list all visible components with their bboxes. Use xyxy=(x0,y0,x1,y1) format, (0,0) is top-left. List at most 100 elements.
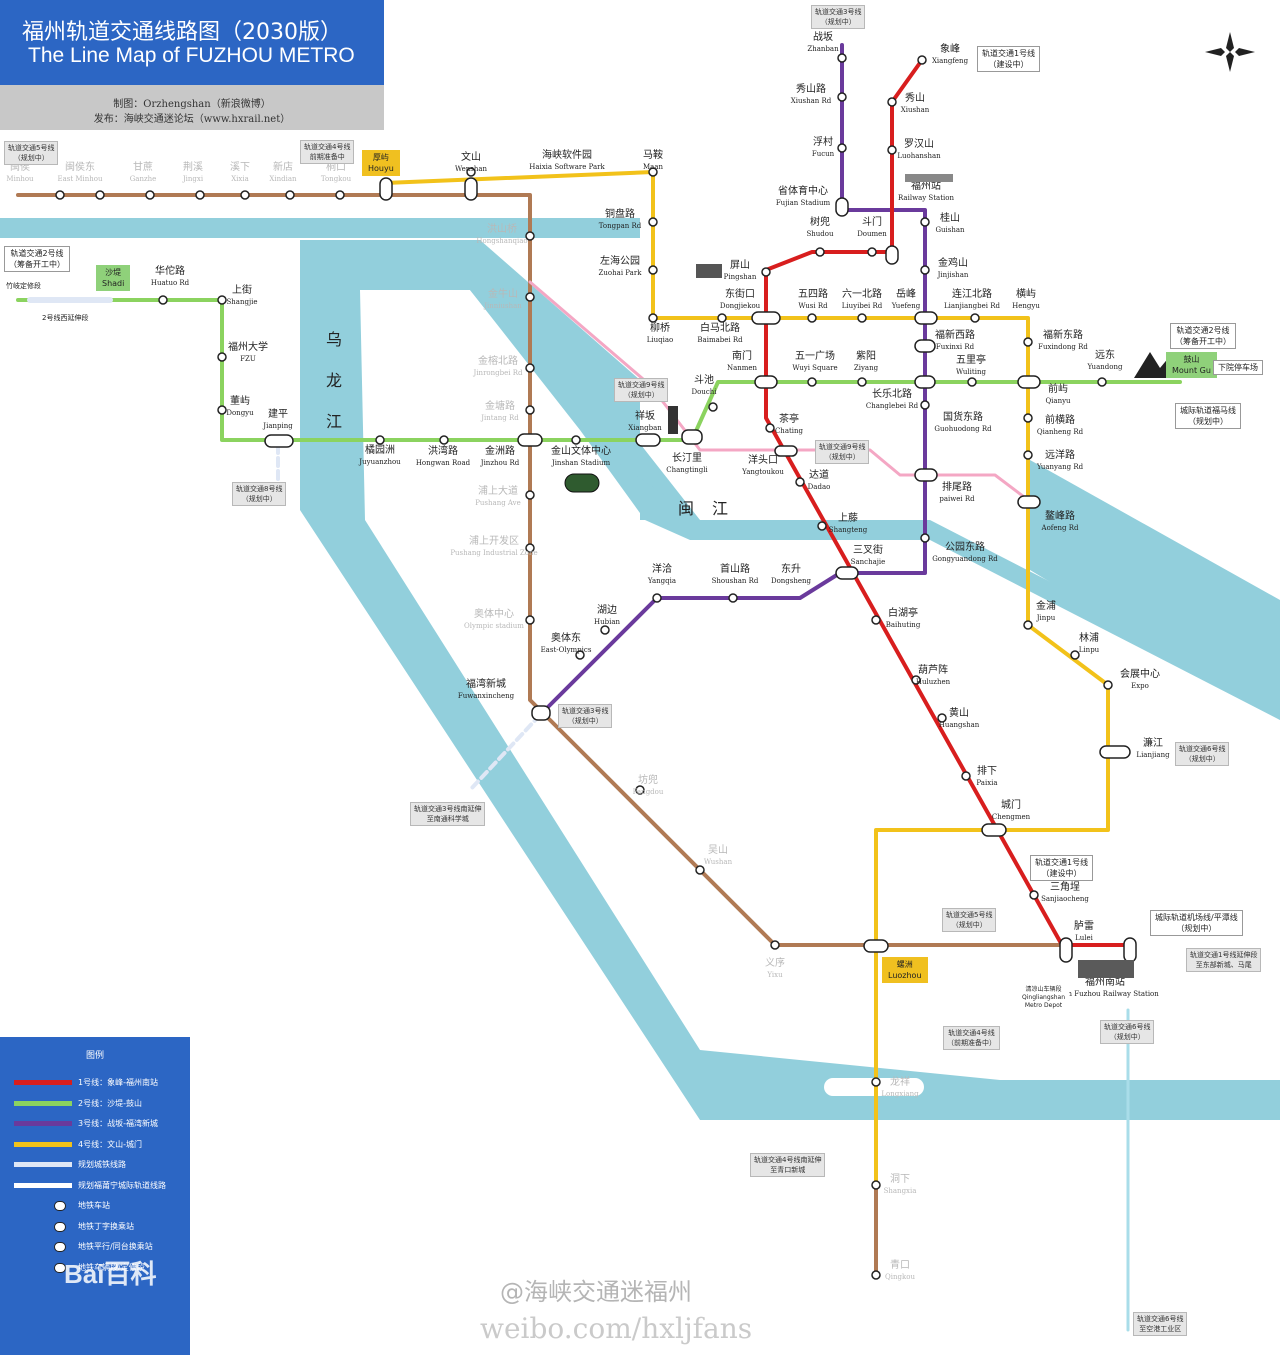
dot[interactable] xyxy=(871,1180,881,1190)
dot[interactable] xyxy=(717,313,727,323)
dot[interactable] xyxy=(1023,450,1033,460)
dot[interactable] xyxy=(815,247,825,257)
dot[interactable] xyxy=(937,713,947,723)
dot[interactable] xyxy=(648,167,658,177)
dot[interactable] xyxy=(648,217,658,227)
dot[interactable] xyxy=(525,405,535,415)
dot[interactable] xyxy=(525,231,535,241)
dot[interactable] xyxy=(807,313,817,323)
dot[interactable] xyxy=(285,190,295,200)
dot[interactable] xyxy=(95,190,105,200)
dot[interactable] xyxy=(217,405,227,415)
interchange[interactable] xyxy=(751,311,781,325)
dot[interactable] xyxy=(525,363,535,373)
dot[interactable] xyxy=(1097,377,1107,387)
dot[interactable] xyxy=(817,521,827,531)
station-name-en-wusi: Wusi Rd xyxy=(798,302,828,310)
dot[interactable] xyxy=(145,190,155,200)
interchange[interactable] xyxy=(914,311,938,325)
dot[interactable] xyxy=(708,402,718,412)
dot[interactable] xyxy=(466,167,476,177)
interchange[interactable] xyxy=(264,434,294,448)
dot[interactable] xyxy=(795,477,805,487)
dot[interactable] xyxy=(911,675,921,685)
dot[interactable] xyxy=(761,267,771,277)
dot[interactable] xyxy=(807,377,817,387)
dot[interactable] xyxy=(920,400,930,410)
interchange[interactable] xyxy=(754,375,778,389)
dot[interactable] xyxy=(240,190,250,200)
dot[interactable] xyxy=(961,771,971,781)
interchange[interactable] xyxy=(1099,745,1131,759)
interchange[interactable] xyxy=(464,177,478,201)
dot[interactable] xyxy=(1029,890,1039,900)
station-name-dongyu: 董屿 xyxy=(230,394,250,407)
interchange[interactable] xyxy=(1017,375,1041,389)
dot[interactable] xyxy=(600,625,610,635)
dot[interactable] xyxy=(871,1270,881,1280)
legend-swatch xyxy=(54,1262,66,1273)
dot[interactable] xyxy=(1070,650,1080,660)
interchange[interactable] xyxy=(863,939,889,953)
dot[interactable] xyxy=(867,247,877,257)
interchange[interactable] xyxy=(914,468,938,482)
dot[interactable] xyxy=(967,377,977,387)
station-name-en-yuanyang: Yuanyang Rd xyxy=(1036,463,1084,471)
interchange[interactable] xyxy=(885,245,899,265)
dot[interactable] xyxy=(765,423,775,433)
interchange[interactable] xyxy=(635,433,661,447)
dot[interactable] xyxy=(887,145,897,155)
dot[interactable] xyxy=(525,292,535,302)
dot[interactable] xyxy=(920,533,930,543)
dot[interactable] xyxy=(525,543,535,553)
dot[interactable] xyxy=(770,940,780,950)
dot[interactable] xyxy=(525,490,535,500)
interchange[interactable] xyxy=(531,705,551,721)
dot[interactable] xyxy=(217,352,227,362)
interchange[interactable] xyxy=(914,339,936,353)
dot[interactable] xyxy=(695,865,705,875)
dot[interactable] xyxy=(920,265,930,275)
dot[interactable] xyxy=(728,593,738,603)
interchange[interactable] xyxy=(1017,495,1041,509)
dot[interactable] xyxy=(648,313,658,323)
dot[interactable] xyxy=(525,615,535,625)
dot[interactable] xyxy=(857,377,867,387)
dot[interactable] xyxy=(375,435,385,445)
dot[interactable] xyxy=(158,295,168,305)
dot[interactable] xyxy=(335,190,345,200)
interchange[interactable] xyxy=(774,445,798,457)
dot[interactable] xyxy=(887,97,897,107)
dot[interactable] xyxy=(857,313,867,323)
dot[interactable] xyxy=(837,53,847,63)
dot[interactable] xyxy=(571,435,581,445)
dot[interactable] xyxy=(195,190,205,200)
dot[interactable] xyxy=(439,435,449,445)
dot[interactable] xyxy=(55,190,65,200)
dot[interactable] xyxy=(1023,337,1033,347)
dot[interactable] xyxy=(217,295,227,305)
dot[interactable] xyxy=(871,1077,881,1087)
dot[interactable] xyxy=(970,313,980,323)
interchange[interactable] xyxy=(1059,937,1073,963)
dot[interactable] xyxy=(917,55,927,65)
dot[interactable] xyxy=(871,615,881,625)
interchange[interactable] xyxy=(1123,937,1137,963)
dot[interactable] xyxy=(920,217,930,227)
interchange[interactable] xyxy=(681,429,703,445)
dot[interactable] xyxy=(837,92,847,102)
dot[interactable] xyxy=(575,650,585,660)
interchange[interactable] xyxy=(379,177,393,201)
dot[interactable] xyxy=(652,593,662,603)
interchange[interactable] xyxy=(835,197,849,217)
dot[interactable] xyxy=(1023,620,1033,630)
interchange[interactable] xyxy=(517,433,543,447)
interchange[interactable] xyxy=(981,823,1007,837)
dot[interactable] xyxy=(837,143,847,153)
dot[interactable] xyxy=(635,785,645,795)
dot[interactable] xyxy=(1023,413,1033,423)
dot[interactable] xyxy=(648,265,658,275)
dot[interactable] xyxy=(1103,680,1113,690)
interchange[interactable] xyxy=(914,375,936,389)
interchange[interactable] xyxy=(835,566,859,580)
